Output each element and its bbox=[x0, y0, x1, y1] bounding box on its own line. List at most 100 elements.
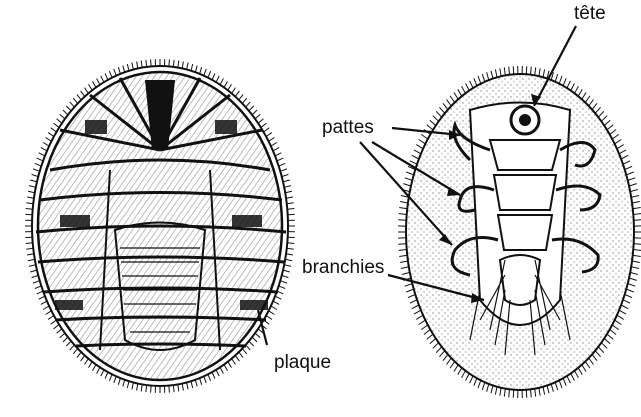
bristle bbox=[43, 143, 49, 147]
bristle bbox=[169, 59, 170, 66]
bristle bbox=[412, 305, 419, 309]
bristle bbox=[212, 73, 215, 79]
bristle bbox=[271, 143, 277, 147]
bristle bbox=[571, 373, 575, 380]
bristle bbox=[48, 316, 54, 320]
bristle bbox=[280, 281, 287, 283]
bristle bbox=[43, 306, 49, 310]
bristle bbox=[617, 145, 624, 149]
bristle bbox=[280, 169, 287, 171]
bristle bbox=[239, 352, 243, 358]
bristle bbox=[607, 125, 613, 130]
bristle bbox=[77, 352, 81, 358]
bristle bbox=[504, 67, 505, 75]
bristle bbox=[440, 351, 445, 357]
bristle bbox=[146, 385, 147, 392]
bristle bbox=[495, 387, 497, 395]
bristle bbox=[555, 74, 558, 82]
bristle bbox=[487, 72, 489, 80]
bristle bbox=[595, 107, 600, 113]
bristle bbox=[400, 261, 408, 263]
bristle bbox=[97, 79, 100, 85]
bristle bbox=[105, 372, 108, 378]
bristle bbox=[46, 138, 52, 142]
label-legs: pattes bbox=[322, 118, 374, 137]
bristle bbox=[70, 102, 75, 107]
bristle bbox=[630, 190, 638, 192]
bristle bbox=[51, 128, 57, 132]
bristle bbox=[279, 286, 286, 289]
bristle bbox=[454, 93, 458, 100]
bristle bbox=[462, 86, 466, 93]
bristle bbox=[436, 111, 442, 117]
bristle bbox=[89, 84, 93, 90]
bristle bbox=[39, 296, 45, 299]
bristle bbox=[66, 341, 71, 346]
bristle bbox=[141, 384, 142, 391]
bristle bbox=[286, 197, 293, 198]
bristle bbox=[182, 62, 183, 69]
bristle bbox=[282, 174, 289, 176]
bristle bbox=[610, 330, 616, 335]
bristle bbox=[621, 155, 628, 159]
bristle bbox=[466, 373, 470, 380]
bristle bbox=[405, 284, 413, 287]
bristle bbox=[421, 134, 428, 139]
bristle bbox=[526, 66, 527, 74]
bristle bbox=[33, 169, 40, 171]
bristle bbox=[424, 330, 430, 335]
bristle bbox=[470, 81, 473, 88]
bristle bbox=[93, 365, 97, 371]
bristle bbox=[551, 384, 553, 392]
bristle bbox=[132, 383, 134, 390]
bristle bbox=[114, 376, 116, 383]
bristle bbox=[531, 389, 532, 397]
bristle bbox=[28, 259, 35, 260]
bristle bbox=[26, 243, 33, 244]
bristle bbox=[81, 91, 85, 97]
bristle bbox=[458, 89, 462, 96]
bristle bbox=[41, 301, 47, 304]
bristle bbox=[232, 359, 236, 365]
bristle bbox=[35, 163, 42, 166]
bristle bbox=[27, 254, 34, 255]
bristle bbox=[195, 380, 197, 387]
bristle bbox=[261, 123, 267, 127]
bristle bbox=[474, 378, 477, 385]
bristle bbox=[246, 345, 251, 350]
bristle bbox=[109, 71, 112, 78]
bristle bbox=[287, 248, 294, 249]
bristle bbox=[598, 111, 604, 117]
bristle bbox=[77, 94, 81, 100]
bristle bbox=[277, 158, 283, 161]
bristle bbox=[625, 166, 632, 169]
bristle bbox=[623, 161, 630, 164]
bristle bbox=[563, 78, 566, 85]
bristle bbox=[286, 254, 293, 255]
bristle bbox=[628, 284, 636, 287]
label-head: tête bbox=[574, 4, 606, 23]
bristle bbox=[269, 311, 275, 315]
bristle bbox=[531, 67, 532, 75]
bristle bbox=[450, 362, 455, 369]
bristle bbox=[101, 76, 104, 82]
bristle bbox=[575, 86, 579, 93]
bristle bbox=[416, 145, 423, 149]
bristle bbox=[191, 381, 193, 388]
bristle bbox=[97, 367, 100, 373]
bristle bbox=[54, 325, 60, 329]
bristle bbox=[595, 351, 600, 357]
bristle bbox=[266, 316, 272, 320]
bristle bbox=[173, 385, 174, 392]
bristle bbox=[182, 384, 183, 391]
bristle bbox=[187, 63, 189, 70]
bristle bbox=[216, 76, 219, 82]
bristle bbox=[454, 365, 458, 372]
bristle bbox=[85, 88, 89, 94]
bristle bbox=[30, 180, 37, 182]
bristle bbox=[26, 209, 33, 210]
bristle bbox=[216, 370, 219, 376]
bristle bbox=[66, 106, 71, 111]
bristle bbox=[178, 61, 179, 68]
